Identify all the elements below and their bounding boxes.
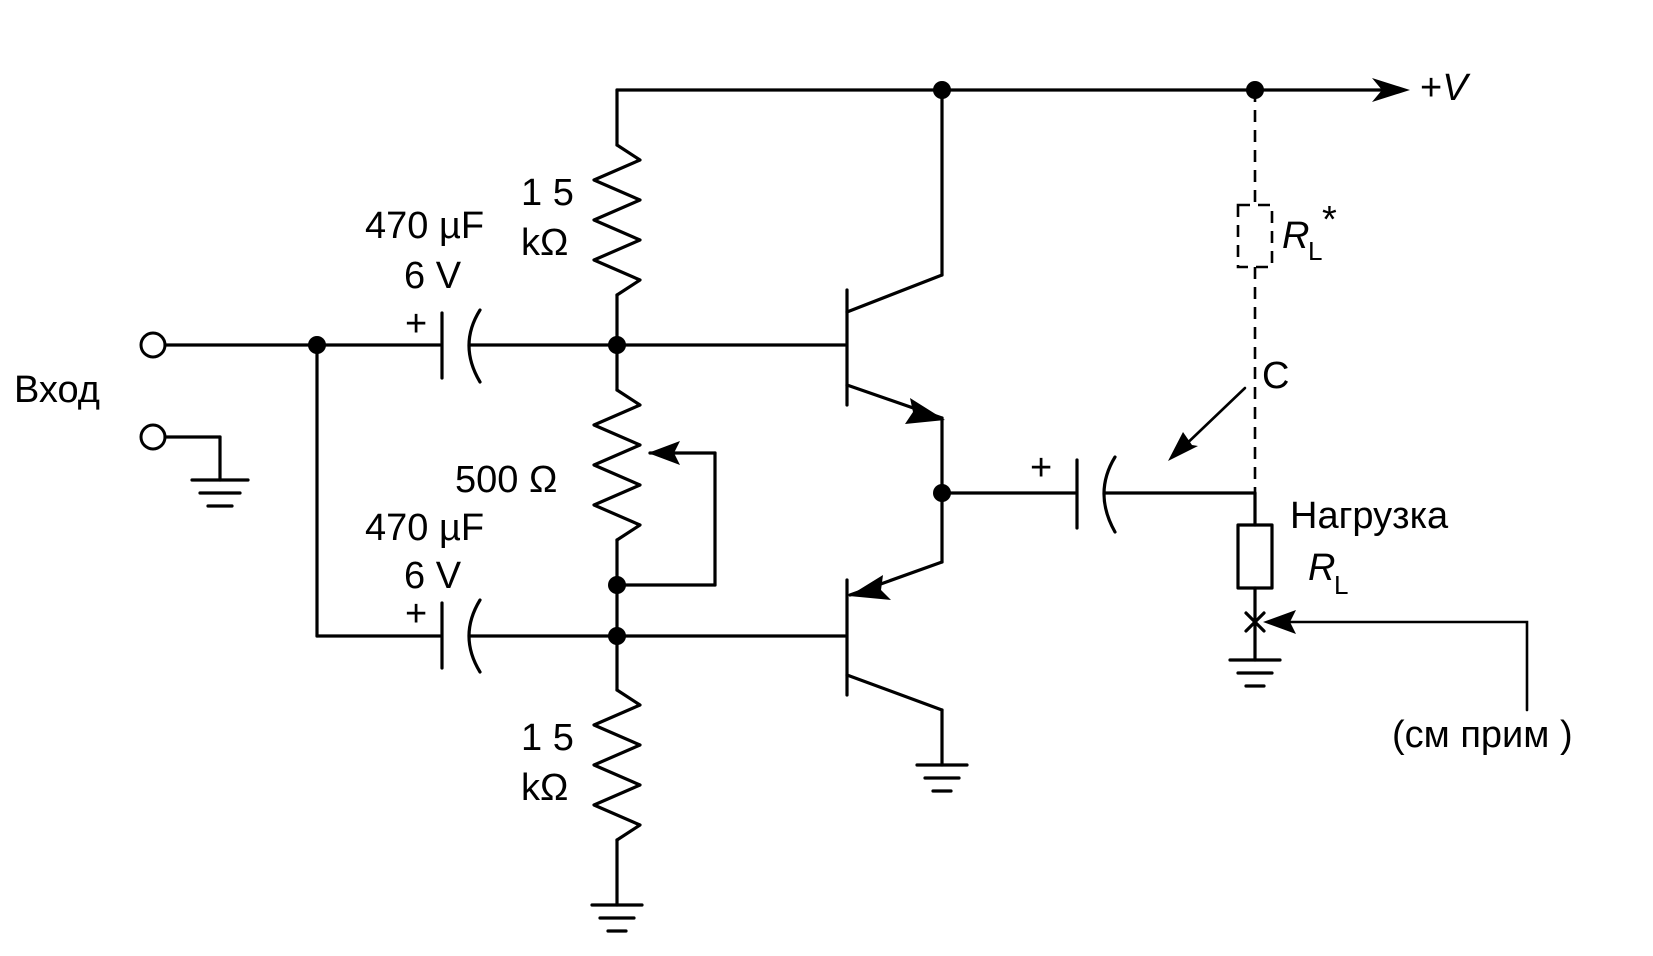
supply-rail <box>615 78 1410 102</box>
potentiometer <box>592 388 642 542</box>
cap-top-voltage: 6 V <box>404 255 462 297</box>
input-terminal-signal <box>139 331 167 359</box>
transistor-pnp <box>615 491 969 793</box>
input-bus <box>315 343 442 638</box>
labels: +V Вход 1 5 kΩ 470 µF 6 V + 500 Ω 470 µF… <box>14 67 1573 809</box>
load-label: Нагрузка <box>1290 495 1449 537</box>
input-capacitor-bottom <box>440 598 619 674</box>
pot-value: 500 Ω <box>455 459 557 501</box>
cap-bottom-voltage: 6 V <box>404 555 462 597</box>
input-terminals <box>139 331 442 508</box>
optional-load-subscript: L <box>1308 236 1322 266</box>
input-capacitor-top <box>440 308 619 384</box>
load-symbol: R <box>1308 547 1335 589</box>
input-label: Вход <box>14 369 100 411</box>
note-label: (см прим ) <box>1392 714 1573 756</box>
output-capacitor <box>933 455 1257 534</box>
cap-bottom-value: 470 µF <box>365 507 484 549</box>
input-terminal-ground <box>139 423 167 451</box>
cap-bottom-plus: + <box>405 593 427 635</box>
note-pointer-arrow <box>1270 620 1529 712</box>
supply-label: +V <box>1420 67 1471 109</box>
transistor-npn <box>615 88 945 495</box>
load-subscript: L <box>1334 570 1348 600</box>
optional-load-symbol: R <box>1282 215 1309 257</box>
cap-top-value: 470 µF <box>365 205 484 247</box>
load-branch <box>1228 491 1282 688</box>
cap-output-plus: + <box>1030 447 1052 489</box>
load-resistor <box>1236 523 1274 590</box>
bias-divider <box>590 88 717 933</box>
c-label: C <box>1262 355 1289 397</box>
pointer-arrows <box>1168 386 1529 712</box>
optional-load-branch <box>1236 90 1274 493</box>
optional-load-resistor <box>1236 203 1274 269</box>
resistor-top <box>592 143 642 297</box>
resistor-top-unit: kΩ <box>521 222 568 264</box>
resistor-bottom <box>592 688 642 842</box>
cap-top-plus: + <box>405 303 427 345</box>
optional-load-star: * <box>1322 199 1337 241</box>
resistor-top-value: 1 5 <box>521 172 574 214</box>
resistor-bottom-unit: kΩ <box>521 767 568 809</box>
resistor-bottom-value: 1 5 <box>521 717 574 759</box>
